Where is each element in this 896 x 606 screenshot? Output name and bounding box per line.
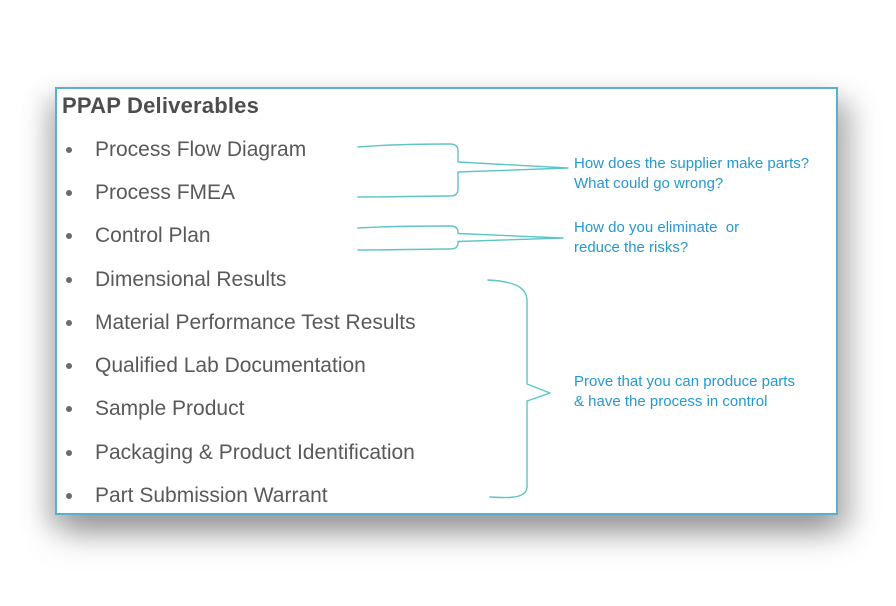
- annotation-how-supplier-makes-parts: How does the supplier make parts? What c…: [574, 155, 810, 192]
- list-item: Sample Product: [66, 388, 416, 431]
- list-item: Dimensional Results: [66, 258, 416, 301]
- bullet-icon: [66, 449, 72, 456]
- list-item: Material Performance Test Results: [66, 301, 416, 344]
- deliverable-label: Packaging & Product Identification: [95, 440, 415, 464]
- deliverable-label: Sample Product: [95, 397, 245, 421]
- annotation-prove-production: Prove that you can produce parts & have …: [574, 373, 795, 410]
- list-item: Packaging & Product Identification: [66, 431, 416, 474]
- list-item: Control Plan: [66, 215, 416, 258]
- bullet-icon: [66, 406, 72, 413]
- list-item: Process Flow Diagram: [66, 128, 416, 171]
- deliverable-label: Part Submission Warrant: [95, 484, 328, 508]
- deliverable-label: Process Flow Diagram: [95, 137, 307, 161]
- annotation-eliminate-risks: How do you eliminate or reduce the risks…: [574, 219, 740, 256]
- deliverable-label: Material Performance Test Results: [95, 310, 416, 334]
- bullet-icon: [66, 189, 72, 196]
- list-item: Process FMEA: [66, 171, 416, 214]
- deliverable-label: Qualified Lab Documentation: [95, 354, 366, 378]
- list-item: Part Submission Warrant: [66, 474, 416, 517]
- bullet-icon: [66, 363, 72, 370]
- bullet-icon: [66, 276, 72, 283]
- deliverable-label: Process FMEA: [95, 180, 236, 204]
- deliverables-list: Process Flow Diagram Process FMEA Contro…: [66, 128, 416, 518]
- deliverable-label: Dimensional Results: [95, 267, 287, 291]
- list-item: Qualified Lab Documentation: [66, 344, 416, 387]
- page-title: PPAP Deliverables: [62, 93, 260, 118]
- bullet-icon: [66, 493, 72, 500]
- bullet-icon: [66, 319, 72, 326]
- bullet-icon: [66, 146, 72, 153]
- deliverable-label: Control Plan: [95, 224, 211, 248]
- bullet-icon: [66, 233, 72, 240]
